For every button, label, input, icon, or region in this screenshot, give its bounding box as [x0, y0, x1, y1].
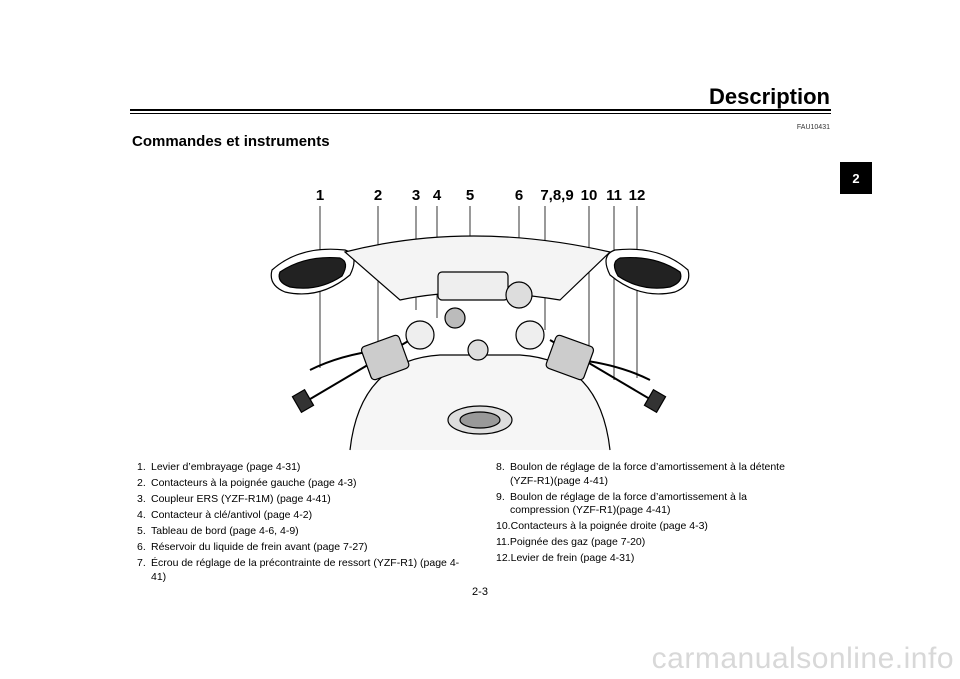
legend-item: 10.Contacteurs à la poignée droite (page…: [496, 520, 806, 534]
legend-item: 1. Levier d’embrayage (page 4-31): [137, 461, 467, 475]
watermark: carmanualsonline.info: [651, 642, 954, 675]
section-heading: Commandes et instruments: [132, 133, 330, 150]
instrument-panel: [437, 271, 509, 301]
item-number: 9.: [496, 490, 505, 503]
callout-label: 11: [606, 187, 622, 204]
callout-label: 3: [411, 187, 421, 204]
brake-reservoir: [505, 281, 533, 309]
item-text: Écrou de réglage de la précontrainte de …: [151, 557, 460, 583]
callout-label: 12: [628, 187, 646, 204]
item-number: 1.: [137, 461, 146, 473]
page-number: 2-3: [472, 586, 488, 598]
callout-label: 7,8,9: [540, 187, 574, 204]
legend-left: 1. Levier d’embrayage (page 4-31) 2. Conta…: [137, 461, 467, 587]
chapter-number: 2: [852, 170, 860, 186]
legend-item: 11.Poignée des gaz (page 7-20): [496, 536, 806, 550]
legend-item: 9. Boulon de réglage de la force d’amorti…: [496, 491, 806, 518]
item-number: 7.: [137, 557, 146, 569]
item-text: Levier d’embrayage (page 4-31): [151, 461, 301, 473]
legend-right: 8. Boulon de réglage de la force d’amorti…: [496, 461, 806, 568]
item-text: Contacteurs à la poignée droite (page 4-…: [510, 520, 708, 532]
legend-item: 6. Réservoir du liquide de frein avant (p…: [137, 541, 467, 555]
key-switch: [444, 307, 466, 329]
item-number: 11.: [496, 536, 510, 548]
item-text: Boulon de réglage de la force d’amortiss…: [510, 490, 747, 517]
callout-label: 5: [465, 187, 475, 204]
item-number: 2.: [137, 477, 146, 489]
item-number: 8.: [496, 461, 505, 473]
header-rule-thin: [130, 113, 831, 114]
callout-label: 6: [514, 187, 524, 204]
item-text: Coupleur ERS (YZF-R1M) (page 4-41): [151, 493, 331, 505]
item-number: 5.: [137, 525, 146, 537]
callout-label: 2: [373, 187, 383, 204]
legend-item: 8. Boulon de réglage de la force d’amorti…: [496, 461, 806, 488]
callout-label: 4: [432, 187, 442, 204]
item-text: Contacteurs à la poignée gauche (page 4-…: [151, 477, 357, 489]
chapter-tab: 2: [840, 162, 872, 194]
right-mirror: [605, 248, 690, 295]
page-title: Description: [708, 84, 830, 109]
item-text: Tableau de bord (page 4-6, 4-9): [151, 525, 299, 537]
item-text: Contacteur à clé/antivol (page 4-2): [151, 509, 313, 521]
item-number: 10.: [496, 520, 511, 532]
legend-item: 4. Contacteur à clé/antivol (page 4-2): [137, 509, 467, 523]
item-text: Réservoir du liquide de frein avant (pag…: [151, 541, 368, 553]
item-number: 4.: [137, 509, 146, 521]
legend-item: 3. Coupleur ERS (YZF-R1M) (page 4-41): [137, 493, 467, 507]
item-text: Levier de frein (page 4-31): [510, 552, 635, 564]
item-text: Poignée des gaz (page 7-20): [509, 536, 646, 548]
left-mirror: [270, 248, 355, 295]
callout-label: 10: [580, 187, 598, 204]
legend-item: 5. Tableau de bord (page 4-6, 4-9): [137, 525, 467, 539]
legend-item: 12.Levier de frein (page 4-31): [496, 552, 806, 566]
legend-item: 2. Contacteurs à la poignée gauche (page …: [137, 477, 467, 491]
reference-code: FAU10431: [796, 124, 830, 131]
item-number: 6.: [137, 541, 146, 553]
item-number: 3.: [137, 493, 146, 505]
callout-label: 1: [315, 187, 325, 204]
left-switch: [360, 334, 410, 381]
header-rule: [130, 109, 831, 111]
item-number: 12.: [496, 552, 511, 564]
item-text: Boulon de réglage de la force d’amortiss…: [510, 461, 785, 487]
right-switch: [545, 334, 595, 381]
legend-item: 7. Écrou de réglage de la précontrainte d…: [137, 557, 467, 584]
